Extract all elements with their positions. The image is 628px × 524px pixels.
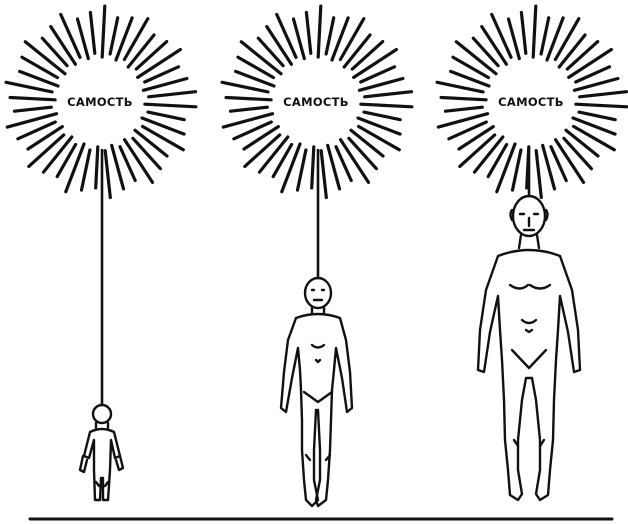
sunburst-ray — [105, 151, 110, 198]
sunburst-ray — [15, 107, 52, 111]
sunburst-ray — [441, 98, 486, 100]
sunburst-ray — [51, 27, 76, 65]
sunburst-ray — [446, 107, 483, 111]
sunburst-ray — [536, 151, 541, 198]
sunburst-ray — [28, 127, 62, 149]
sunburst-ray — [473, 38, 498, 65]
sunburst-ray — [564, 138, 592, 168]
sunburst-ray — [145, 104, 196, 107]
sunburst-ray — [344, 35, 370, 67]
sunburst-ray — [6, 82, 52, 92]
sunburst-ray — [148, 112, 184, 120]
sunburst-ray — [352, 42, 382, 70]
sunburst-ray — [226, 98, 271, 100]
sunburst-ray — [318, 6, 321, 57]
sunburst-ray — [460, 135, 495, 167]
sunburst-ray — [351, 130, 383, 156]
sunburst-ray — [149, 92, 196, 97]
sunburst-ray — [298, 150, 306, 190]
sunburst-ray — [267, 27, 292, 65]
sunburst-ray — [96, 147, 98, 188]
sunburst-ray — [361, 104, 412, 107]
sunburst-ray — [42, 38, 67, 65]
sunburst-ray — [579, 112, 615, 120]
sunburst-ray — [231, 107, 268, 111]
sunburst-ray — [580, 92, 627, 97]
stage-youth: САМОСТЬ — [222, 6, 412, 506]
sunburst-ray — [541, 18, 549, 54]
sunburst-ray — [110, 18, 118, 54]
sunburst-ray — [116, 18, 132, 60]
sunburst-ray — [482, 27, 507, 65]
sunburst-ray — [326, 18, 334, 54]
sunburst-ray — [136, 42, 166, 70]
sunburst-ray — [244, 127, 278, 149]
sunburst-ray — [306, 13, 310, 54]
sunburst-ray — [82, 150, 90, 190]
sunburst-ray — [437, 82, 483, 92]
sunburst-ray — [358, 118, 400, 134]
sunburst-ray — [29, 135, 64, 167]
stage-adult: САМОСТЬ — [437, 6, 627, 500]
sunburst-ray — [533, 6, 536, 57]
adult-figure-icon — [478, 196, 580, 500]
sunburst-ray — [567, 42, 597, 70]
sunburst-ray — [332, 18, 348, 60]
sunburst-ray — [521, 13, 525, 54]
sunburst-ray — [513, 150, 521, 190]
stage-child: САМОСТЬ — [6, 6, 196, 500]
sunburst-ray — [566, 130, 598, 156]
sunburst-ray — [135, 130, 167, 156]
sunburst-ray — [90, 13, 94, 54]
sunburst-ray — [573, 118, 615, 134]
sunburst-ray — [547, 18, 563, 60]
sunburst-ray — [102, 6, 105, 57]
sunburst-ray — [576, 104, 627, 107]
sunburst-ray — [559, 35, 585, 67]
sunburst-ray — [459, 127, 493, 149]
sunburst-ray — [312, 147, 314, 188]
sunburst-ray — [364, 112, 400, 120]
child-figure-icon — [80, 405, 123, 500]
sunburst-ray — [245, 135, 280, 167]
sunburst-ray — [133, 138, 161, 168]
self-label-2: САМОСТЬ — [283, 95, 349, 109]
sunburst-ray — [128, 35, 154, 67]
youth-figure-icon — [281, 278, 352, 506]
sunburst-ray — [365, 92, 412, 97]
sunburst-ray — [321, 151, 326, 198]
sunburst-ray — [349, 138, 377, 168]
self-label-3: САМОСТЬ — [498, 95, 564, 109]
sunburst-ray — [222, 82, 268, 92]
self-label-1: САМОСТЬ — [67, 95, 133, 109]
sunburst-ray — [258, 38, 283, 65]
sunburst-ray — [142, 118, 184, 134]
sunburst-ray — [10, 98, 55, 100]
